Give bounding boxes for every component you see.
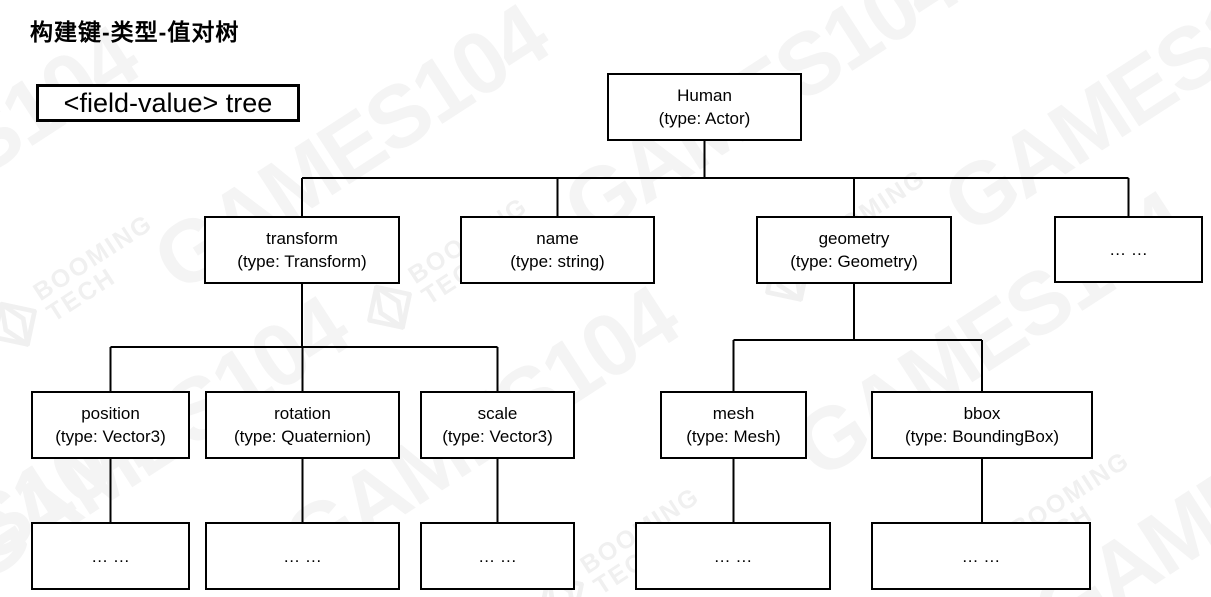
ellipsis-text: … …	[713, 546, 753, 566]
node-type: (type: Transform)	[237, 252, 367, 271]
booming-tech-diamond-icon	[0, 299, 38, 350]
node-name: name (type: string)	[460, 216, 655, 284]
node-bbox: bbox (type: BoundingBox)	[871, 391, 1093, 459]
node-type: (type: Actor)	[658, 109, 751, 128]
node-ellipsis-rotation-children: … …	[205, 522, 400, 590]
node-type: (type: string)	[510, 252, 605, 271]
node-type: (type: Vector3)	[442, 427, 553, 446]
node-title: mesh	[712, 404, 755, 423]
node-title: bbox	[963, 404, 1001, 423]
node-type: (type: BoundingBox)	[904, 427, 1060, 446]
node-ellipsis-scale-children: … …	[420, 522, 575, 590]
node-ellipsis-position-children: … …	[31, 522, 190, 590]
node-human: Human (type: Actor)	[607, 73, 802, 141]
node-title: position	[81, 404, 140, 423]
node-title: transform	[266, 229, 338, 248]
ellipsis-text: … …	[1109, 240, 1148, 259]
node-geometry: geometry (type: Geometry)	[756, 216, 952, 284]
ellipsis-text: … …	[91, 546, 130, 566]
field-value-tree-label: <field-value> tree	[36, 84, 300, 122]
node-ellipsis-mesh-children: … …	[635, 522, 831, 590]
ellipsis-text: … …	[283, 546, 322, 566]
ellipsis-text: … …	[961, 546, 1001, 566]
node-title: scale	[477, 404, 518, 423]
page-title: 构建键-类型-值对树	[30, 19, 240, 45]
node-type: (type: Quaternion)	[233, 427, 371, 446]
node-rotation: rotation (type: Quaternion)	[205, 391, 400, 459]
node-type: (type: Mesh)	[686, 427, 781, 446]
node-title: Human	[677, 86, 732, 105]
node-ellipsis-more-fields: … …	[1054, 216, 1203, 283]
node-ellipsis-bbox-children: … …	[871, 522, 1091, 590]
node-title: geometry	[818, 229, 890, 248]
node-scale: scale (type: Vector3)	[420, 391, 575, 459]
ellipsis-text: … …	[478, 546, 517, 566]
booming-tech-diamond-icon	[366, 282, 413, 333]
node-type: (type: Vector3)	[55, 427, 166, 446]
node-title: name	[536, 229, 579, 248]
node-transform: transform (type: Transform)	[204, 216, 400, 284]
node-title: rotation	[274, 404, 331, 423]
field-value-tree-label-text: <field-value> tree	[63, 87, 273, 118]
node-type: (type: Geometry)	[790, 252, 918, 271]
node-mesh: mesh (type: Mesh)	[660, 391, 807, 459]
node-position: position (type: Vector3)	[31, 391, 190, 459]
